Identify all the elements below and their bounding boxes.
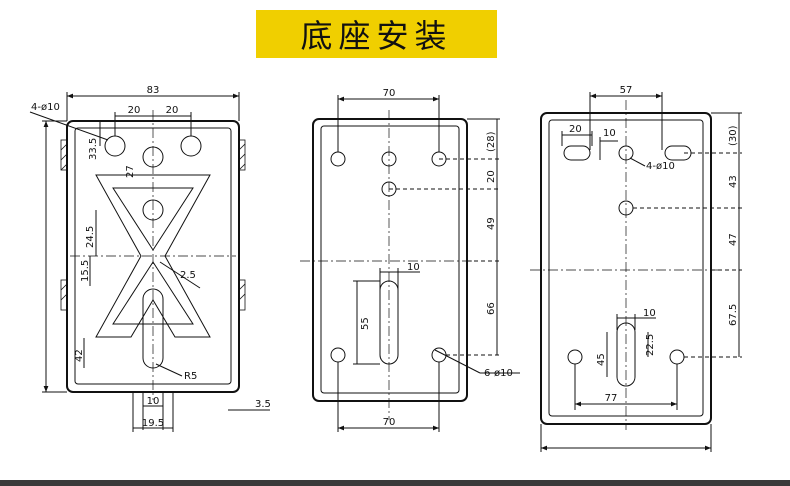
left-slot	[142, 288, 164, 369]
mid-plate-outline	[312, 118, 468, 402]
bottom-divider-bar	[0, 480, 790, 486]
left-side-hatch	[60, 139, 246, 311]
left-plate-outline	[66, 120, 240, 393]
left-dim-2.5: 2.5	[180, 270, 196, 281]
left-dim-27: 27	[125, 165, 136, 178]
right-hole-top	[618, 145, 634, 161]
left-dim-20b: 20	[166, 105, 179, 116]
left-dim-3.5: 3.5	[255, 399, 271, 410]
mid-hole-5	[330, 347, 346, 363]
right-dim-22.5: 22.5	[645, 334, 656, 356]
left-hole-2	[142, 146, 164, 168]
right-dim-47: 47	[728, 233, 739, 246]
mid-dim-20: 20	[486, 170, 497, 183]
mid-dim-55: 55	[360, 317, 371, 330]
right-hole-br	[669, 349, 685, 365]
mid-dim-10: 10	[407, 262, 420, 273]
page-title: 底座安装	[300, 17, 453, 55]
left-hole-4	[142, 199, 164, 221]
mid-holes-label: 6-ø10	[484, 368, 513, 379]
left-dim-20a: 20	[128, 105, 141, 116]
left-dim-33.5: 33.5	[88, 138, 99, 160]
left-holes-label: 4-ø10	[31, 102, 60, 113]
mid-dim-28: (28)	[486, 131, 497, 152]
right-dim-10-slot: 10	[643, 308, 656, 319]
right-bottom-slot	[616, 322, 636, 387]
right-dim-77: 77	[605, 393, 618, 404]
mid-slot	[379, 280, 399, 365]
mid-hole-1	[330, 151, 346, 167]
left-dim-83: 83	[147, 85, 160, 96]
mid-dim-49: 49	[486, 217, 497, 230]
mid-hole-2	[381, 151, 397, 167]
right-dim-20: 20	[569, 124, 582, 135]
right-view: 57 20 10 4-ø10 (30) 43 47 67.5 10 45 22.…	[530, 85, 742, 452]
right-dim-43: 43	[728, 175, 739, 188]
mid-dim-70-bottom: 70	[383, 417, 396, 428]
right-dim-10-top: 10	[603, 128, 616, 139]
middle-view: 70 (28) 20 49 66 55 10 6-ø10 70	[300, 88, 520, 432]
right-dim-57: 57	[620, 85, 633, 96]
title-banner: 底座安装	[256, 10, 497, 58]
right-top-slot-left	[563, 145, 591, 161]
left-x-cutout	[95, 174, 211, 338]
left-dim-10: 10	[147, 396, 160, 407]
right-dim-67.5: 67.5	[728, 304, 739, 326]
left-view: 83 20 20 4-ø10 33.5 27 24.5 15.5 2.5 42 …	[29, 85, 271, 432]
mid-dim-70-top: 70	[383, 88, 396, 99]
left-dim-42: 42	[74, 349, 85, 362]
left-hole-1	[104, 135, 126, 157]
left-dim-24.5: 24.5	[85, 226, 96, 248]
right-dim-30: (30)	[728, 125, 739, 146]
left-x-inner	[112, 187, 194, 325]
mid-dim-66: 66	[486, 302, 497, 315]
right-dim-45: 45	[596, 353, 607, 366]
right-hole-bl	[567, 349, 583, 365]
right-holes-label: 4-ø10	[646, 161, 675, 172]
left-radius: R5	[184, 371, 197, 382]
left-hole-3	[180, 135, 202, 157]
left-dim-15.5: 15.5	[80, 260, 91, 282]
left-dim-19.5: 19.5	[142, 418, 164, 429]
right-top-slot-right	[664, 145, 692, 161]
mid-plate-inner	[320, 125, 460, 394]
